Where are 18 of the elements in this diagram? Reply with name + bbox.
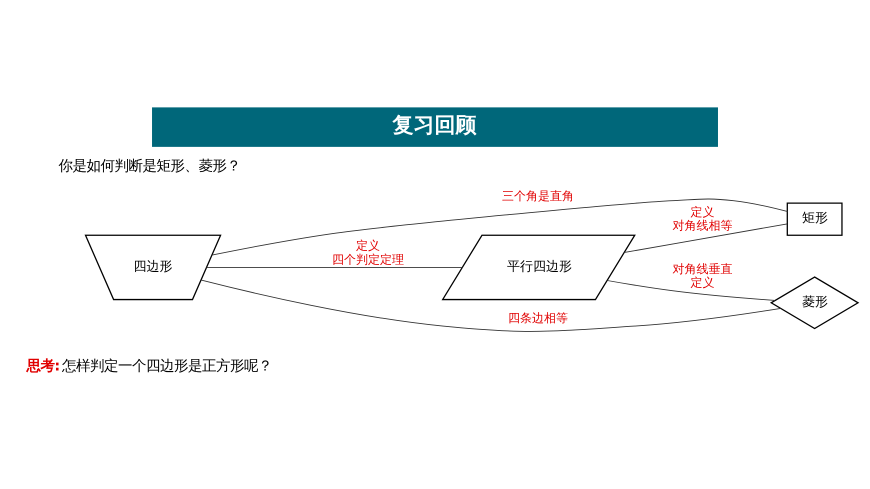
edge-label: 四个判定定理: [332, 252, 404, 266]
connector: [624, 223, 788, 253]
edge-label: 定义: [690, 276, 714, 290]
edge-label: 对角线相等: [672, 218, 732, 233]
edge-label: 四条边相等: [508, 311, 568, 326]
edge-label: 定义: [356, 238, 380, 253]
label: 思考:怎样判定一个四边形是正方形呢？: [26, 358, 272, 375]
edge-label: 对角线垂直: [672, 262, 732, 276]
connector: [200, 280, 782, 332]
edge-label: 三个角是直角: [502, 188, 574, 203]
label: 你是如何判断是矩形、菱形？: [58, 158, 241, 174]
diagram-title: 复习回顾: [392, 112, 476, 137]
connector: [606, 280, 776, 301]
node-box: 矩形: [786, 202, 843, 236]
node-diamond: 菱形: [770, 276, 860, 330]
connector: [206, 266, 463, 268]
edge-label: 定义: [690, 204, 714, 219]
connector: [212, 198, 788, 256]
